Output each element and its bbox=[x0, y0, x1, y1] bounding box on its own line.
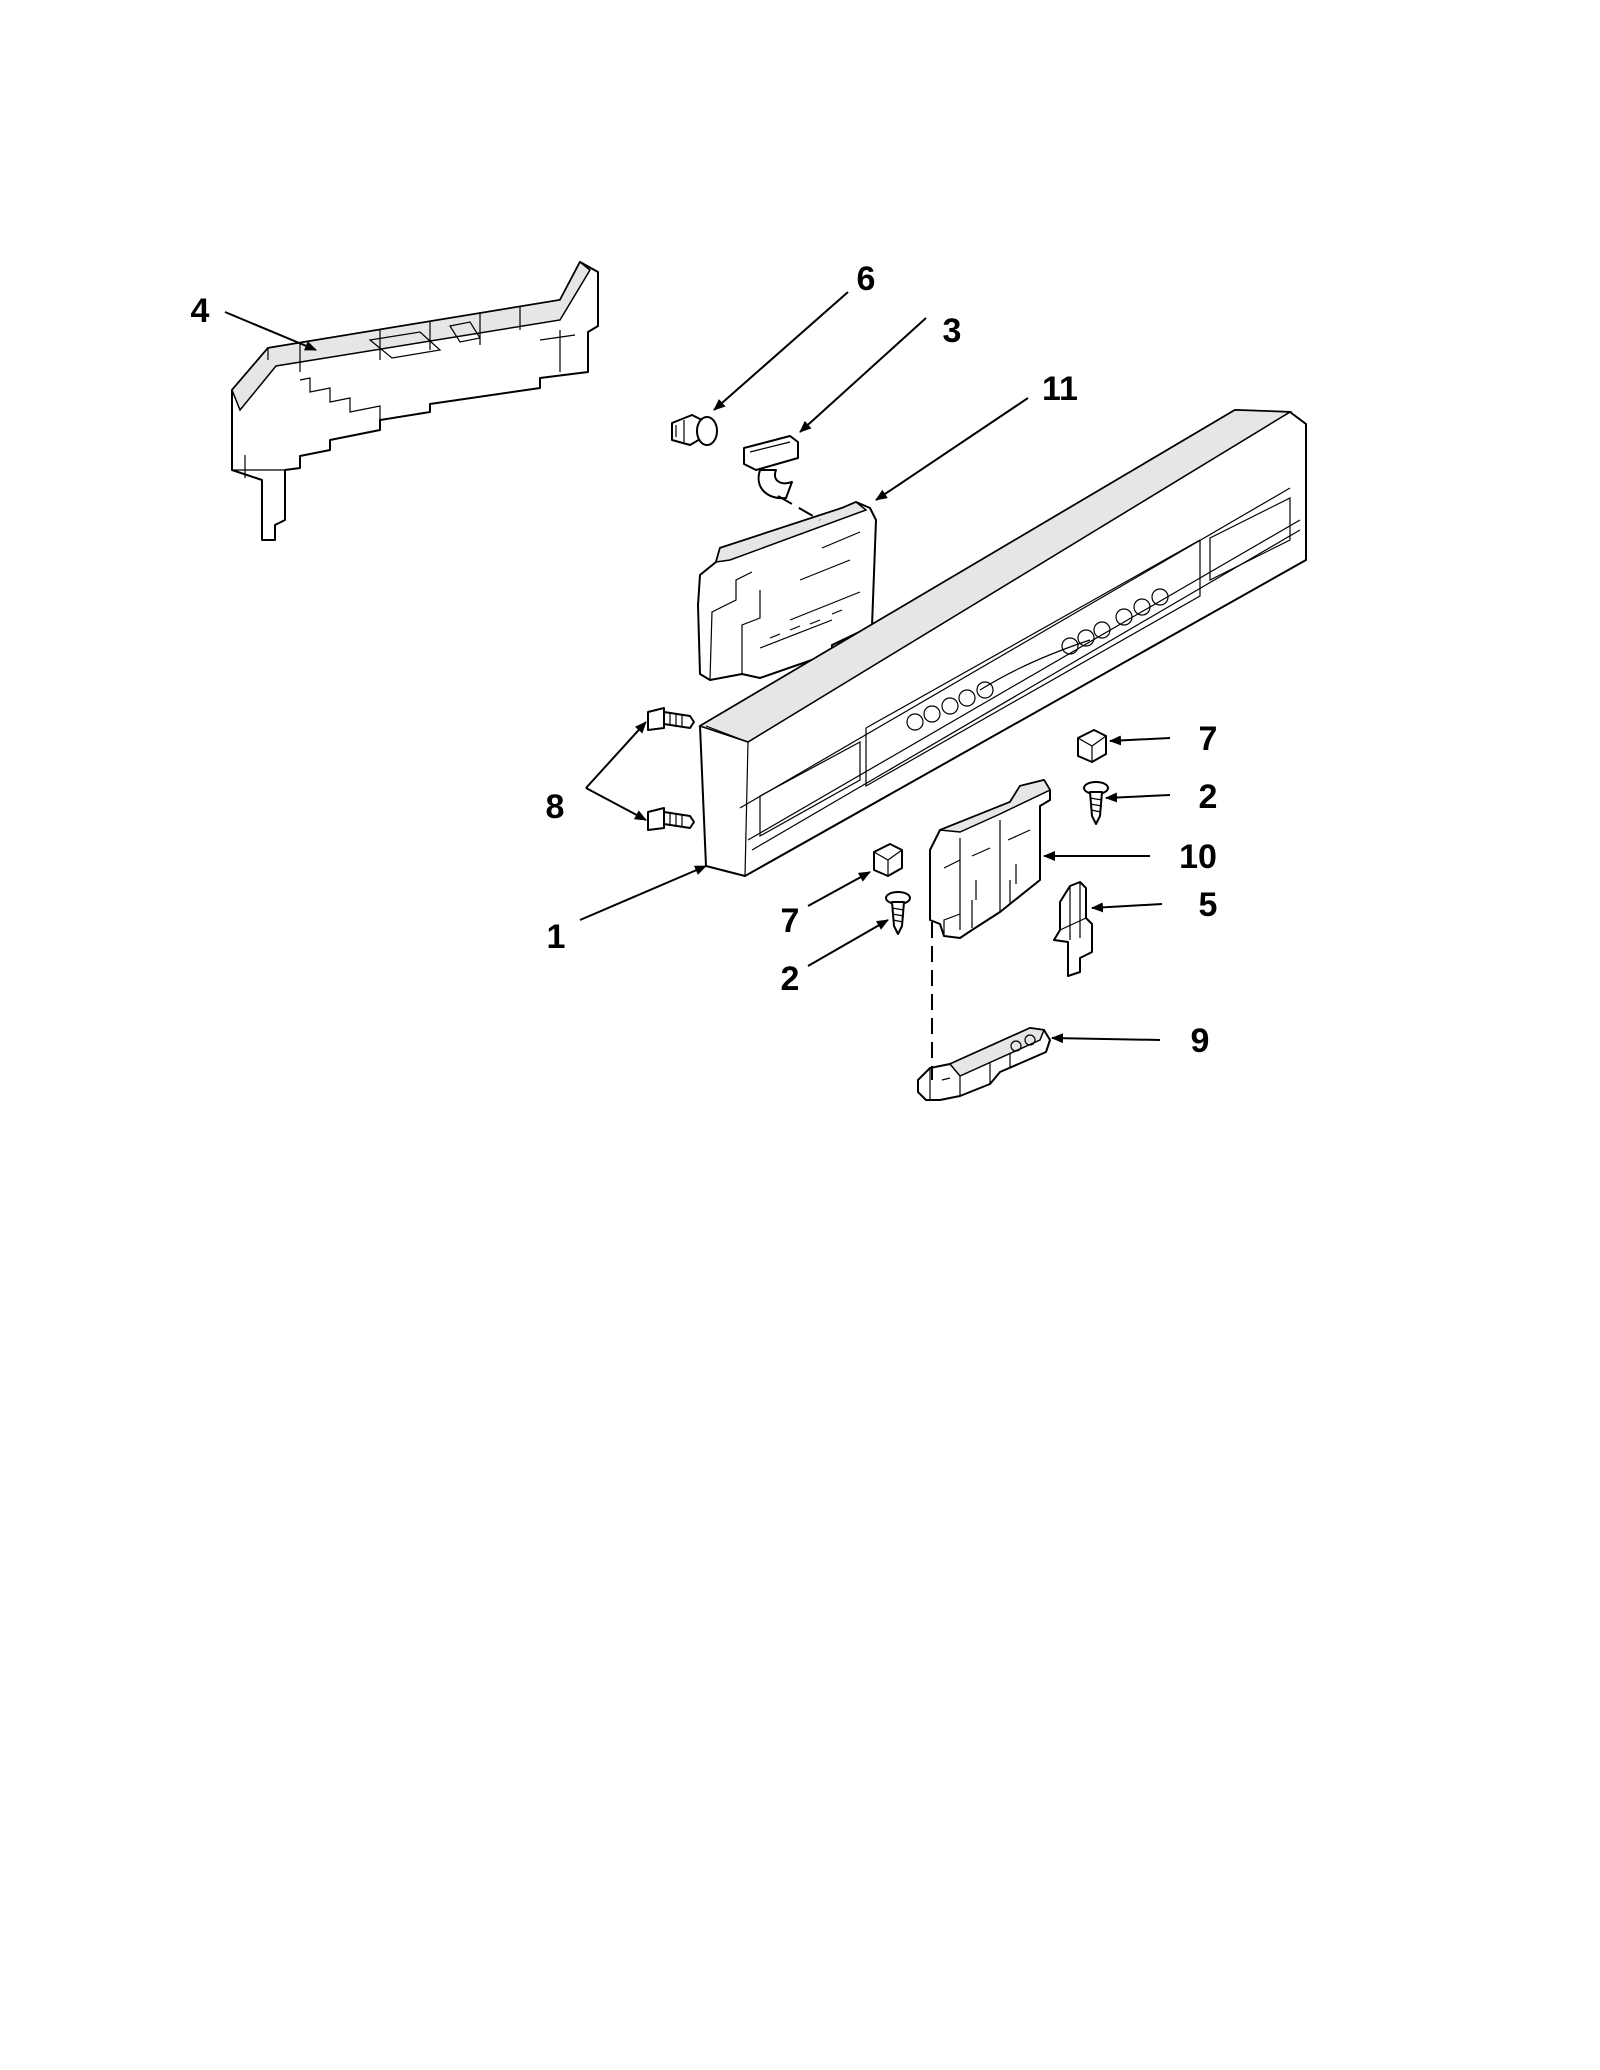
leader-9 bbox=[1051, 1033, 1161, 1044]
panel-buttons bbox=[906, 588, 1169, 731]
part-7-clip-lower[interactable] bbox=[873, 843, 903, 877]
callout-1: 1 bbox=[547, 918, 566, 956]
part-1-control-panel[interactable] bbox=[698, 409, 1307, 877]
part-2-screw-lower[interactable] bbox=[885, 891, 911, 935]
callout-3: 3 bbox=[943, 312, 962, 350]
callout-2-lower: 2 bbox=[781, 960, 800, 998]
leader-5 bbox=[1091, 902, 1163, 913]
part-5-latch-strike[interactable] bbox=[1053, 881, 1093, 977]
part-2-screw-upper[interactable] bbox=[1083, 781, 1109, 825]
callout-4: 4 bbox=[191, 292, 210, 330]
part-8-screw-lower[interactable] bbox=[647, 807, 695, 831]
assembly-line-clip-to-board bbox=[777, 495, 821, 521]
part-9-switch-base[interactable] bbox=[917, 1027, 1051, 1101]
callout-6: 6 bbox=[857, 260, 876, 298]
callout-2-upper: 2 bbox=[1199, 778, 1218, 816]
leader-3 bbox=[799, 317, 927, 433]
callout-10: 10 bbox=[1179, 838, 1217, 876]
callout-9: 9 bbox=[1191, 1022, 1210, 1060]
leader-1 bbox=[579, 865, 707, 921]
leader-7-upper bbox=[1109, 735, 1171, 746]
part-7-clip-upper[interactable] bbox=[1077, 729, 1107, 763]
callout-11: 11 bbox=[1042, 370, 1078, 408]
callout-7-lower: 7 bbox=[781, 902, 800, 940]
leader-4 bbox=[224, 311, 317, 351]
leader-2-upper bbox=[1105, 792, 1171, 803]
part-4-panel-bracket[interactable] bbox=[231, 260, 599, 541]
part-11-control-board[interactable] bbox=[697, 501, 877, 681]
leader-7-lower bbox=[807, 871, 871, 907]
callout-7-upper: 7 bbox=[1199, 720, 1218, 758]
part-6-sensor[interactable] bbox=[671, 414, 718, 446]
part-8-screw-upper[interactable] bbox=[647, 707, 695, 731]
callout-8: 8 bbox=[546, 788, 565, 826]
leader-8-lower bbox=[585, 787, 647, 821]
callout-5: 5 bbox=[1199, 886, 1218, 924]
leader-11 bbox=[875, 397, 1029, 501]
leader-arrows bbox=[224, 291, 1171, 1044]
part-3-clip[interactable] bbox=[743, 435, 799, 500]
part-10-latch-housing[interactable] bbox=[929, 779, 1052, 939]
leader-2-lower bbox=[807, 919, 889, 967]
leader-6 bbox=[713, 291, 849, 411]
leader-8-upper bbox=[585, 721, 647, 789]
